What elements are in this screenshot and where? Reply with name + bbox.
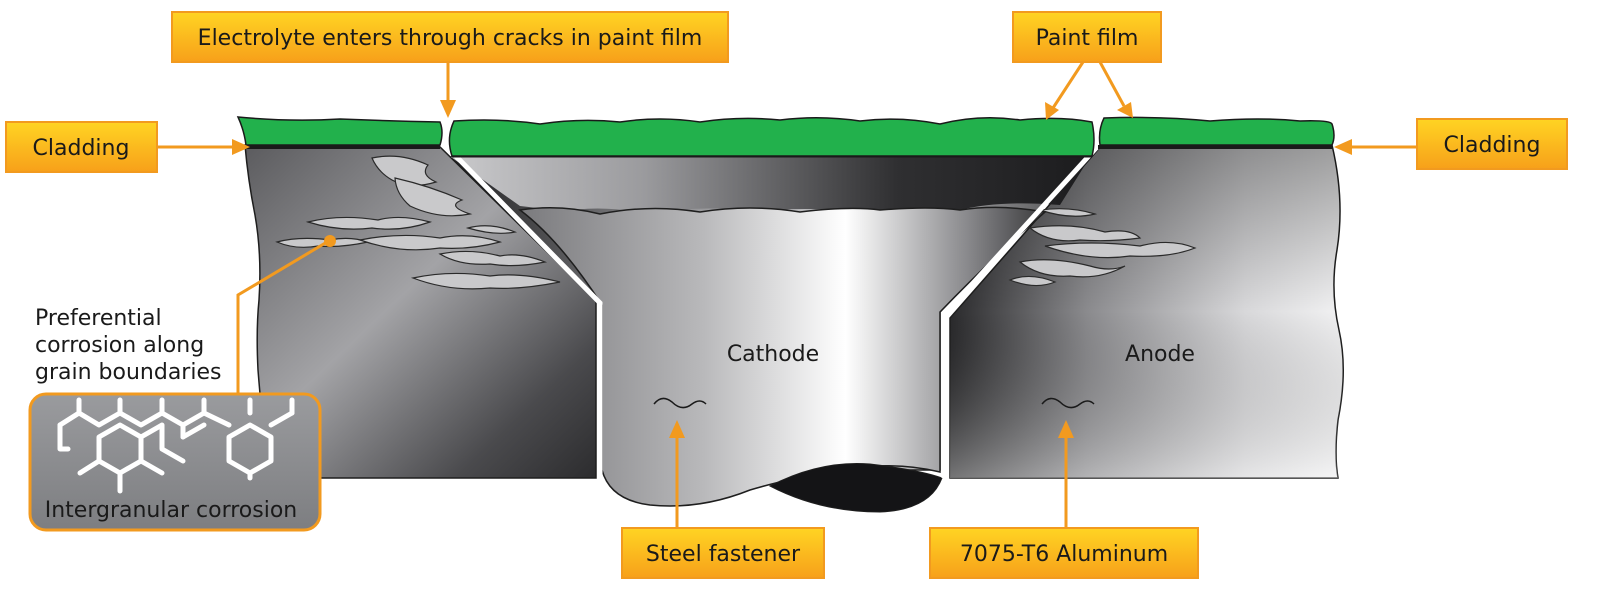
callout-steel-fastener-text: Steel fastener — [646, 542, 801, 567]
callout-electrolyte-text: Electrolyte enters through cracks in pai… — [198, 26, 703, 51]
right-corrosion-flakes — [1008, 208, 1197, 287]
callout-paint-film: Paint film — [1012, 11, 1162, 63]
preferential-corrosion-label: Preferential corrosion along grain bound… — [35, 306, 221, 385]
intergranular-inset: Intergranular corrosion — [28, 392, 322, 532]
callout-electrolyte: Electrolyte enters through cracks in pai… — [171, 11, 729, 63]
callout-cladding-right-text: Cladding — [1444, 133, 1541, 158]
cathode-label: Cathode — [727, 342, 819, 367]
paint-film-left — [236, 116, 443, 146]
cathode-tilde-mark — [653, 397, 707, 409]
callout-aluminum-text: 7075-T6 Aluminum — [960, 542, 1168, 567]
paint-film-right — [1098, 116, 1335, 146]
steel-fastener-body — [444, 144, 1100, 513]
callout-cladding-right: Cladding — [1416, 118, 1568, 170]
intergranular-label: Intergranular corrosion — [45, 498, 297, 523]
callout-steel-fastener: Steel fastener — [621, 527, 825, 579]
preferential-line-1: Preferential — [35, 306, 162, 331]
grain-structure-graphic — [57, 397, 295, 494]
paint-film-center — [448, 116, 1095, 157]
callout-aluminum: 7075-T6 Aluminum — [929, 527, 1199, 579]
leader-lines — [157, 61, 1417, 528]
callout-paint-film-text: Paint film — [1036, 26, 1139, 51]
callout-cladding-left-text: Cladding — [33, 136, 130, 161]
right-aluminum-block — [949, 144, 1344, 479]
paint-film-layer — [236, 116, 1335, 158]
anode-label: Anode — [1125, 342, 1195, 367]
preferential-line-3: grain boundaries — [35, 360, 221, 385]
anode-tilde-mark — [1041, 397, 1095, 409]
left-corrosion-flakes — [275, 155, 561, 290]
left-aluminum-block — [244, 144, 597, 479]
preferential-line-2: corrosion along — [35, 333, 204, 358]
callout-cladding-left: Cladding — [5, 121, 158, 173]
